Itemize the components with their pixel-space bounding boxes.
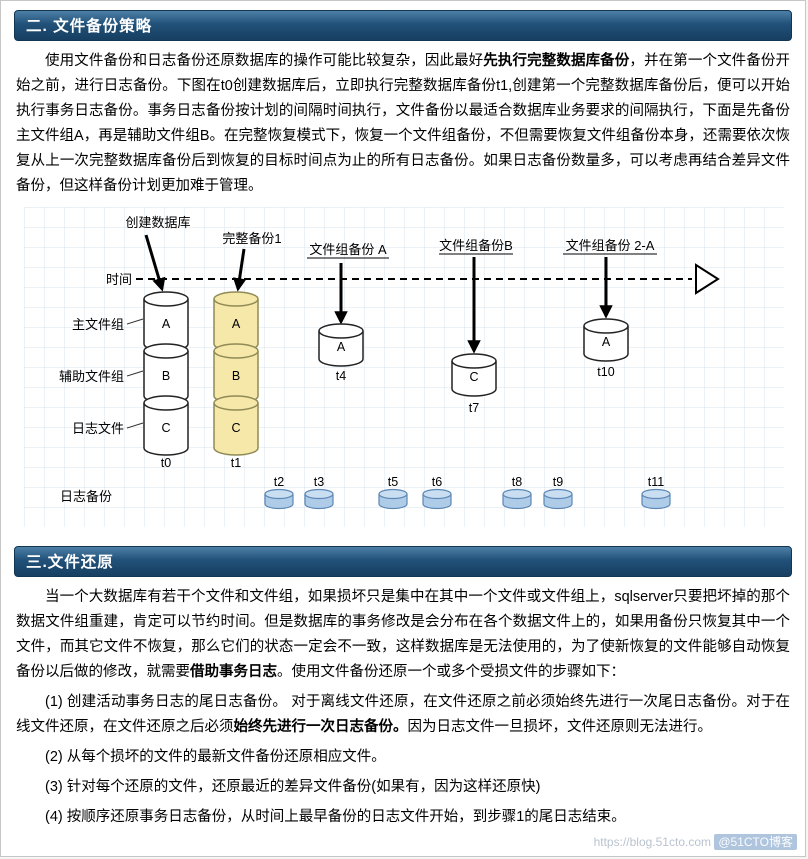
filegroup-backup-b-label: 文件组备份B <box>439 238 513 253</box>
section3-para-seg2: 。使用文件备份还原一个或多个受损文件的步骤如下： <box>277 664 625 680</box>
primary-filegroup-label: 主文件组 <box>72 317 124 332</box>
primary-filegroup-callout <box>126 318 144 325</box>
cylinder-letter: C <box>161 421 170 435</box>
log-cylinder-t9 <box>543 488 573 510</box>
time-axis-arrowhead-icon <box>695 263 720 295</box>
restore-step-1: (1) 创建活动事务日志的尾日志备份。 对于离线文件还原，在文件还原之前必须始终… <box>16 690 790 740</box>
time-label-t0: t0 <box>161 456 171 470</box>
log-file-label: 日志文件 <box>72 421 124 436</box>
db-cylinder-t1-c: C <box>213 395 259 456</box>
backup-timeline-diagram: 时间 创建数据库 完整备份1 文件组备份 A 文件组备份B 文件组备份 2-A … <box>24 207 792 532</box>
section2-header: 二. 文件备份策略 <box>14 10 792 41</box>
cylinder-letter: B <box>162 369 170 383</box>
section3-header: 三.文件还原 <box>14 546 792 577</box>
section2-paragraph: 使用文件备份和日志备份还原数据库的操作可能比较复杂，因此最好先执行完整数据库备份… <box>16 49 790 199</box>
time-label-t7: t7 <box>469 401 479 415</box>
db-cylinder-t0-c: C <box>143 395 189 456</box>
cylinder-letter: B <box>232 369 240 383</box>
db-cylinder-t1-b: B <box>213 343 259 404</box>
log-time-t11: t11 <box>648 475 664 489</box>
filegroup-backup-2a-label: 文件组备份 2-A <box>566 238 655 253</box>
db-cylinder-t10: A <box>583 318 629 362</box>
log-backup-label: 日志备份 <box>60 489 112 504</box>
section2-para-bold: 先执行完整数据库备份 <box>483 53 630 69</box>
cylinder-letter: C <box>231 421 240 435</box>
create-db-label: 创建数据库 <box>125 215 190 230</box>
create-db-arrow-icon <box>144 234 166 292</box>
log-cylinder-t5 <box>378 488 408 510</box>
section2-para-seg1: 使用文件备份和日志备份还原数据库的操作可能比较复杂，因此最好 <box>45 53 484 69</box>
restore-step-3: (3) 针对每个还原的文件，还原最近的差异文件备份(如果有，因为这样还原快) <box>45 779 541 795</box>
time-label-t1: t1 <box>231 456 241 470</box>
log-cylinder-t3 <box>304 488 334 510</box>
watermark: https://blog.51cto.com @51CTO博客 <box>594 833 797 850</box>
cylinder-letter: C <box>469 370 478 384</box>
secondary-filegroup-label: 辅助文件组 <box>59 369 124 384</box>
time-label-t10: t10 <box>597 365 614 379</box>
watermark-handle: @51CTO博客 <box>714 834 797 850</box>
log-time-t8: t8 <box>512 475 522 489</box>
restore-step-2: (2) 从每个损坏的文件的最新文件备份还原相应文件。 <box>45 749 386 765</box>
filegroup-backup-a-label: 文件组备份 A <box>309 242 387 257</box>
log-file-callout <box>126 422 144 429</box>
restore-step-4: (4) 按顺序还原事务日志备份，从时间上最早备份的日志文件开始，到步骤1的尾日志… <box>45 809 626 825</box>
time-axis-label: 时间 <box>106 272 132 287</box>
cylinder-letter: A <box>232 317 241 331</box>
log-cylinder-t11 <box>641 488 671 510</box>
cylinder-letter: A <box>337 340 346 354</box>
log-time-t2: t2 <box>274 475 284 489</box>
db-cylinder-t1-a: A <box>213 291 259 352</box>
step1-bold: 始终先进行一次日志备份。 <box>233 719 408 735</box>
section3-paragraph: 当一个大数据库有若干个文件和文件组，如果损坏只是集中在其中一个文件或文件组上，s… <box>16 585 790 685</box>
db-cylinder-t4: A <box>318 323 364 367</box>
db-cylinder-t0-a: A <box>143 291 189 352</box>
log-time-t9: t9 <box>553 475 563 489</box>
section3-para-seg1: 当一个大数据库有若干个文件和文件组，如果损坏只是集中在其中一个文件或文件组上，s… <box>16 589 790 680</box>
db-cylinder-t7: C <box>451 353 497 397</box>
full-backup-label: 完整备份1 <box>222 231 281 246</box>
log-time-t3: t3 <box>314 475 324 489</box>
log-cylinder-t8 <box>502 488 532 510</box>
step1-seg1: (1) 创建活动事务日志的尾日志备份。 对于离线文件还原，在文件还原之前必须始终… <box>16 694 790 735</box>
time-label-t4: t4 <box>336 369 346 383</box>
db-cylinder-t0-b: B <box>143 343 189 404</box>
section3-para-bold: 借助事务日志 <box>190 664 277 680</box>
watermark-url: https://blog.51cto.com <box>593 835 711 849</box>
log-time-t5: t5 <box>388 475 398 489</box>
full-backup-arrow-icon <box>232 248 247 292</box>
cylinder-letter: A <box>602 335 611 349</box>
log-time-t6: t6 <box>432 475 442 489</box>
log-cylinder-t2 <box>264 488 294 510</box>
section2-para-seg2: ，并在第一个文件备份开始之前，进行日志备份。下图在t0创建数据库后，立即执行完整… <box>16 53 791 194</box>
cylinder-letter: A <box>162 317 171 331</box>
secondary-filegroup-callout <box>126 370 144 377</box>
step1-seg2: 因为日志文件一旦损坏，文件还原则无法进行。 <box>407 719 713 735</box>
log-cylinder-t6 <box>422 488 452 510</box>
diagram-grid-background <box>24 207 784 527</box>
